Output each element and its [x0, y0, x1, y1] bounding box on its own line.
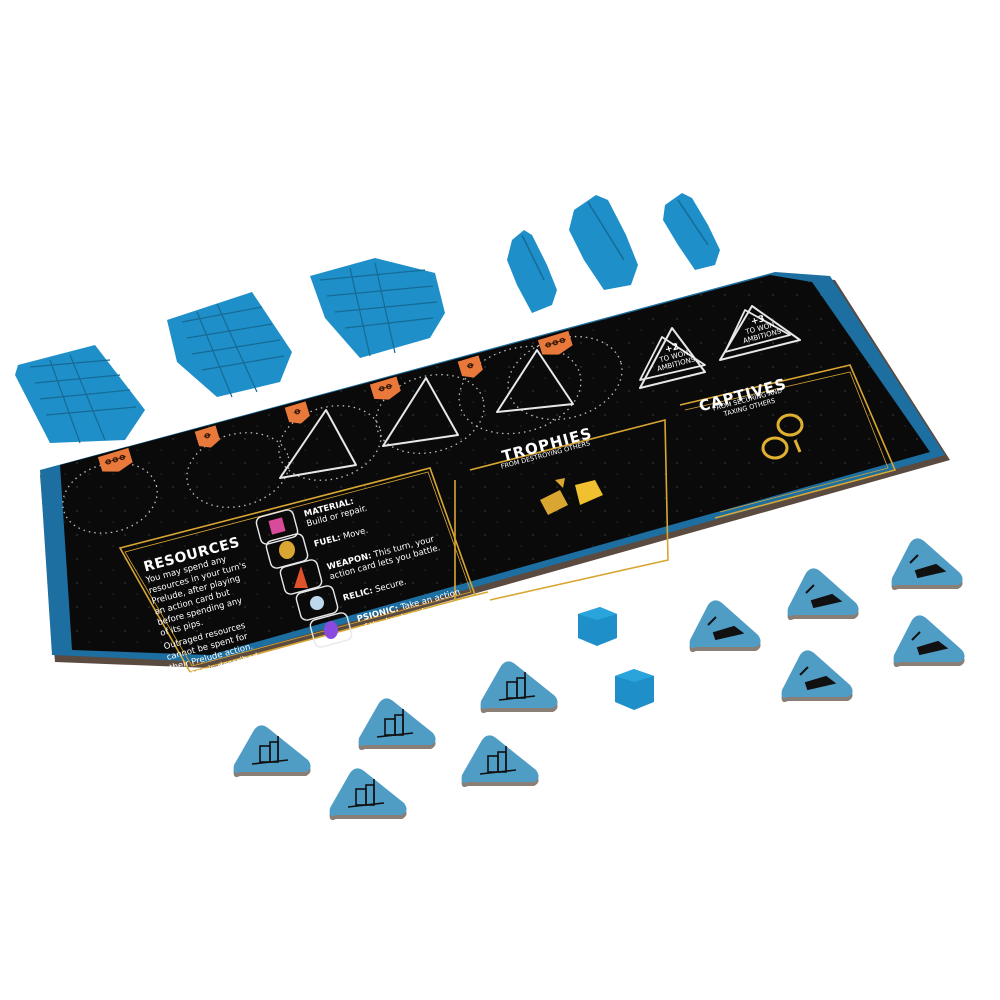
trophies-frame-left — [454, 480, 489, 602]
starport-token — [781, 650, 853, 703]
agent-piece — [569, 195, 638, 290]
resource-cube — [615, 669, 654, 710]
ambition-plus3-badge — [724, 309, 791, 353]
psionic-icon — [324, 621, 338, 639]
city-token — [461, 735, 539, 788]
starport-token — [893, 615, 965, 668]
city-token — [329, 768, 407, 821]
agent-piece — [663, 193, 720, 270]
ship-stack — [15, 345, 145, 444]
ship-stack — [167, 292, 292, 398]
starport-token — [787, 568, 859, 621]
ship-stack — [310, 258, 445, 358]
relic-icon — [310, 596, 324, 610]
city-token — [358, 698, 436, 751]
material-cube-icon — [268, 517, 286, 535]
starport-token — [891, 538, 963, 591]
ambition-plus2-badge — [639, 336, 706, 381]
resource-cube — [578, 607, 617, 646]
weapon-rocket-icon — [294, 566, 308, 588]
starport-token — [689, 600, 761, 653]
trophy-icon — [540, 478, 603, 515]
resource-icons — [268, 517, 338, 639]
city-token — [233, 725, 311, 778]
city-token — [480, 661, 558, 714]
resource-icon-boxes — [255, 509, 353, 648]
fuel-barrel-icon — [279, 541, 295, 559]
agent-piece — [507, 230, 557, 313]
trophy-triangles — [279, 305, 801, 479]
handcuffs-icon — [761, 413, 804, 460]
